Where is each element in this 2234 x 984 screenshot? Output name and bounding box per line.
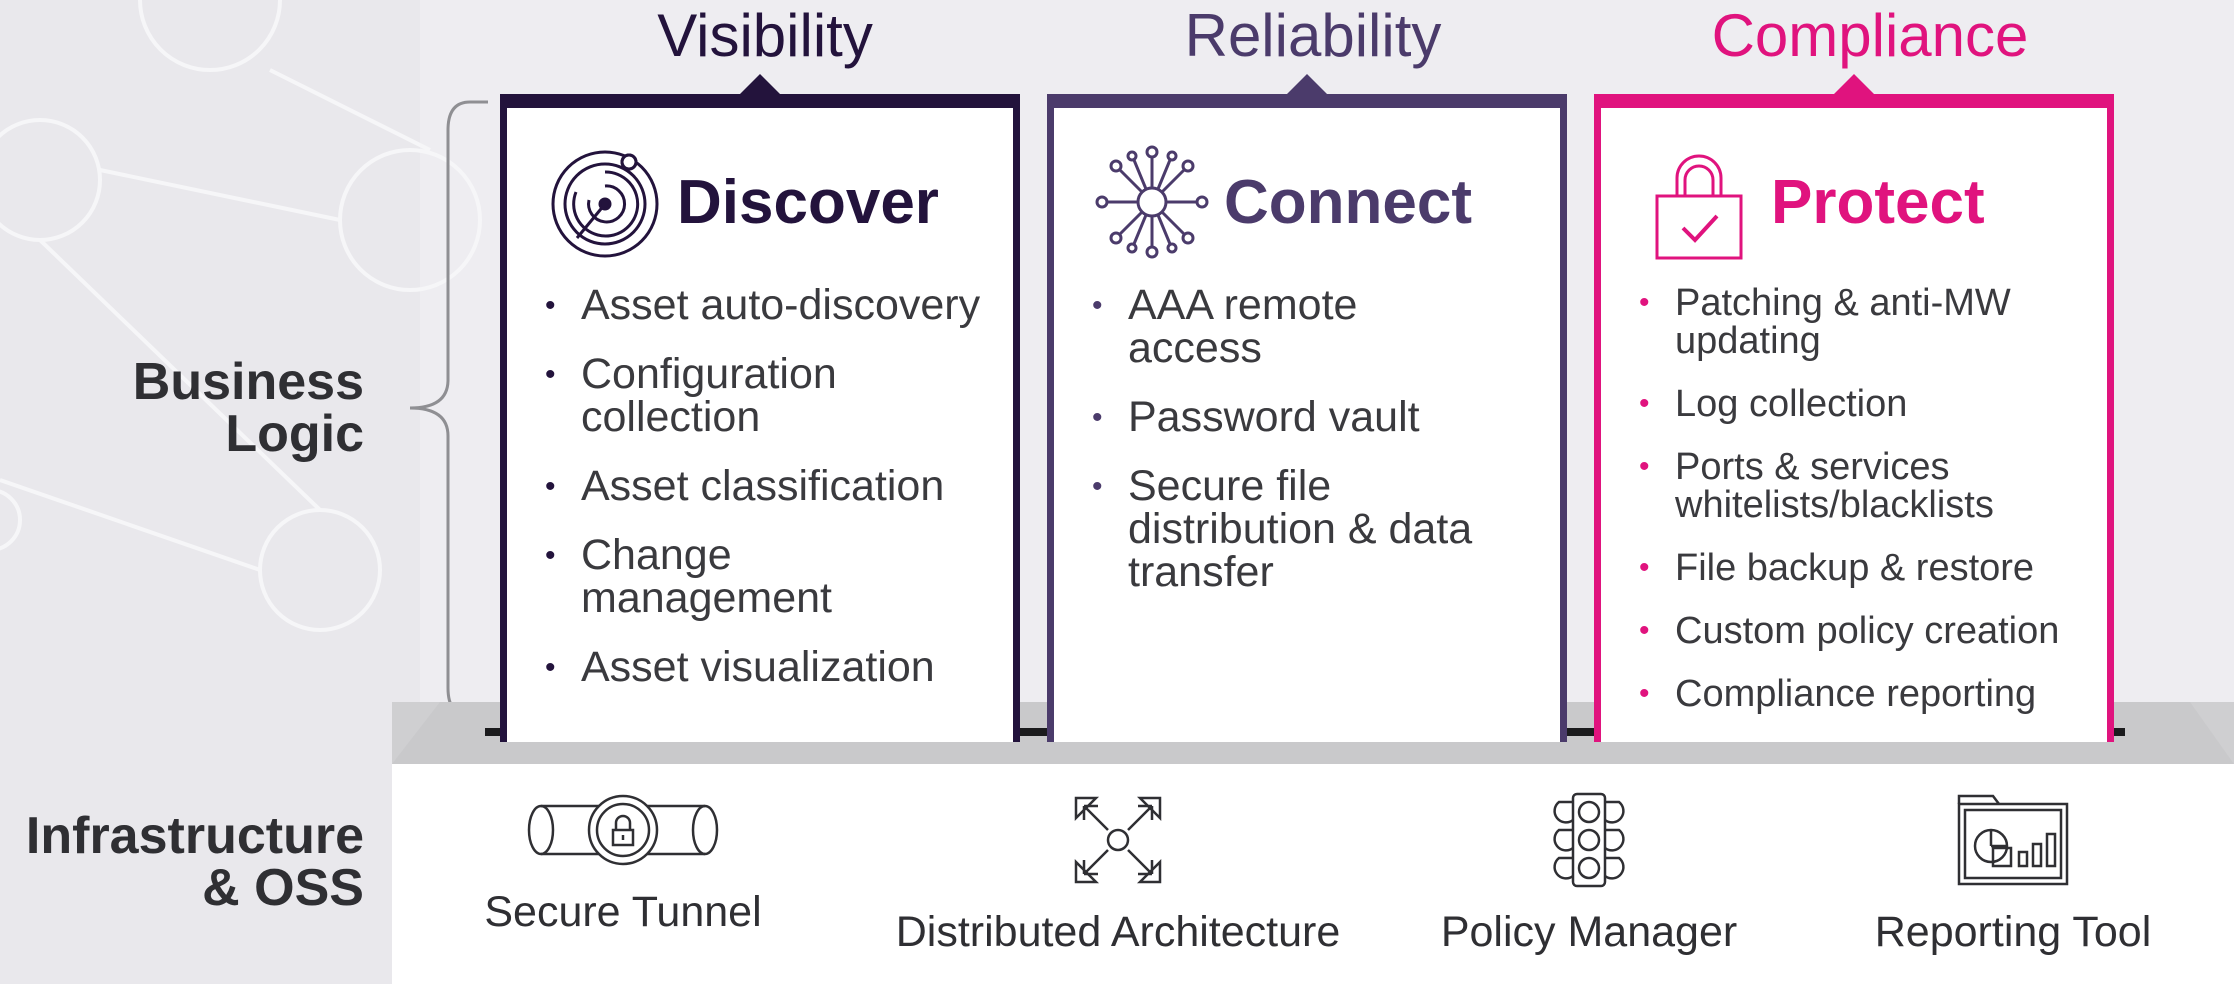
bullet: • — [1092, 470, 1103, 503]
card-discover-header: Discover — [545, 142, 939, 262]
bullet: • — [1639, 614, 1650, 647]
item-text: Ports & services — [1675, 446, 1950, 488]
item-text: Patching & anti-MW — [1675, 282, 2011, 324]
card-connect-title: Connect — [1224, 167, 1472, 237]
pointer-reliability — [1287, 74, 1327, 94]
list-item: • File backup & restore — [1637, 549, 2093, 587]
tool-policy-manager: Policy Manager — [1329, 790, 1849, 957]
traffic-light-icon — [1553, 792, 1625, 888]
bullet: • — [1639, 677, 1650, 710]
report-dashboard-icon — [1957, 794, 2069, 886]
item-text: File backup & restore — [1675, 547, 2035, 589]
card-connect-header: Connect — [1092, 142, 1472, 262]
infrastructure-line1: Infrastructure — [25, 807, 364, 865]
item-text: updating — [1675, 320, 1821, 362]
list-item: • Password vault — [1090, 396, 1546, 439]
bullet: • — [545, 289, 556, 322]
heading-visibility: Visibility — [657, 2, 873, 69]
item-text: Custom policy creation — [1675, 610, 2060, 652]
business-logic-line2: Logic — [225, 405, 364, 463]
list-item: • Asset visualization — [543, 646, 999, 689]
business-logic-label: Business Logic — [133, 356, 364, 460]
item-text: Secure file — [1128, 462, 1332, 510]
bullet: • — [1639, 551, 1650, 584]
tool-label: Distributed Architecture — [895, 908, 1341, 956]
card-discover-title: Discover — [677, 167, 939, 237]
bullet: • — [545, 651, 556, 684]
infrastructure-label: Infrastructure & OSS — [26, 810, 364, 914]
bullet: • — [1092, 401, 1103, 434]
card-protect-title: Protect — [1771, 167, 1985, 237]
tool-label: Policy Manager — [1440, 908, 1738, 956]
padlock-check-icon — [1655, 154, 1743, 260]
item-text: Compliance reporting — [1675, 673, 2037, 715]
item-text: collection — [581, 393, 761, 441]
secure-tunnel-icon — [527, 794, 719, 866]
item-text: Password vault — [1128, 393, 1420, 441]
item-text: Asset auto-discovery — [581, 281, 981, 329]
item-text: access — [1128, 324, 1262, 372]
infrastructure-line2: & OSS — [202, 859, 364, 917]
list-item: • Custom policy creation — [1637, 612, 2093, 650]
infrastructure-tray — [392, 764, 2234, 984]
item-text: Log collection — [1675, 383, 1908, 425]
item-text: distribution & data — [1128, 505, 1473, 553]
tool-distributed-architecture: Distributed Architecture — [858, 790, 1378, 957]
distributed-arrows-icon — [1074, 796, 1162, 884]
item-text: management — [581, 574, 832, 622]
bullet: • — [1639, 450, 1650, 483]
list-item: • Compliance reporting — [1637, 675, 2093, 713]
bullet: • — [545, 539, 556, 572]
bullet: • — [1092, 289, 1103, 322]
item-text: Asset visualization — [581, 643, 935, 691]
radar-icon — [551, 150, 659, 258]
network-hub-icon — [1095, 145, 1209, 259]
pointer-compliance — [1834, 74, 1874, 94]
list-item: • Log collection — [1637, 385, 2093, 423]
business-logic-line1: Business — [132, 353, 364, 411]
card-discover: Discover • Asset auto-discovery • Configur… — [500, 74, 1020, 742]
bullet: • — [1639, 286, 1650, 319]
heading-compliance: Compliance — [1711, 2, 2029, 69]
card-protect-header: Protect — [1639, 142, 1985, 262]
list-item: • Asset classification — [543, 465, 999, 508]
item-text: transfer — [1128, 548, 1274, 596]
item-text: Configuration — [581, 350, 837, 398]
item-text: AAA remote — [1128, 281, 1358, 329]
pointer-visibility — [740, 74, 780, 94]
bullet: • — [545, 470, 556, 503]
heading-reliability: Reliability — [1184, 2, 1442, 69]
item-text: whitelists/blacklists — [1675, 484, 1994, 526]
tool-label: Secure Tunnel — [484, 888, 762, 936]
tool-reporting-tool: Reporting Tool — [1753, 790, 2234, 957]
bullet: • — [545, 358, 556, 391]
bullet: • — [1639, 387, 1650, 420]
tool-secure-tunnel: Secure Tunnel — [363, 790, 883, 937]
item-text: Change — [581, 531, 732, 579]
tool-label: Reporting Tool — [1874, 908, 2152, 956]
list-item: • Asset auto-discovery — [543, 284, 999, 327]
item-text: Asset classification — [581, 462, 945, 510]
